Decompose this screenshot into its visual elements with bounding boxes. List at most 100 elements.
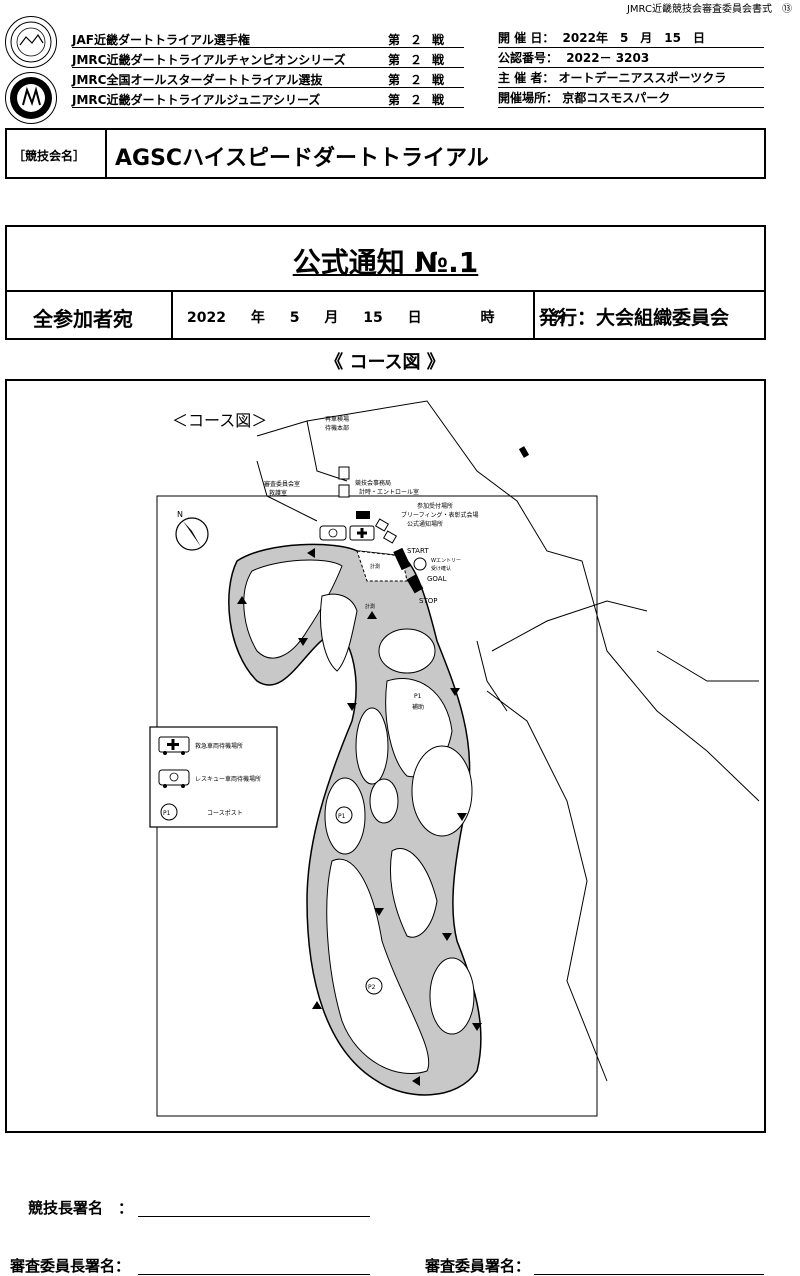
direction-arrow — [298, 638, 308, 646]
infield — [243, 559, 343, 659]
infield — [389, 848, 438, 938]
infield — [326, 858, 430, 1075]
map-label: 審査委員会室 — [264, 480, 300, 488]
legend-text: 救急車両待機場所 — [195, 742, 243, 750]
direction-arrow — [412, 1076, 420, 1086]
direction-arrow — [374, 908, 384, 916]
direction-arrow — [442, 933, 452, 941]
direction-arrow — [472, 1023, 482, 1031]
building — [382, 530, 398, 544]
start-label: START — [407, 547, 429, 555]
notice-divider — [7, 290, 764, 292]
terrain-line — [491, 600, 648, 652]
permit-value: 2022－ 3203 — [566, 51, 650, 65]
terrain-line — [256, 400, 760, 802]
infield — [355, 707, 389, 785]
tower-circle — [413, 557, 427, 571]
start-line-marker — [393, 547, 411, 571]
map-label: 公式通知場所 — [407, 520, 443, 528]
series-name: JMRC近畿ダートトライアルジュニアシリーズ — [72, 93, 321, 107]
map-label: 計測 — [365, 603, 375, 610]
organizer-label: 主 催 者： — [498, 71, 555, 85]
permit-row: 公認番号： 2022－ 3203 — [498, 49, 764, 68]
map-label: 救護室 — [269, 489, 287, 497]
date-label: 開 催 日： — [498, 31, 555, 45]
venue-row: 開催場所： 京都コスモスパーク — [498, 89, 764, 108]
map-label: 計時・エントロール室 — [359, 488, 419, 496]
event-name-box: ［競技会名］ AGSCハイスピードダートトライアル — [5, 128, 766, 179]
map-label: 補助 — [412, 703, 424, 711]
legend-text: コースポスト — [207, 809, 243, 817]
date-row: 開 催 日： 2022年 5 月 15 日 — [498, 29, 764, 48]
course-post-symbol: P1 — [163, 810, 171, 817]
issuer-divider — [533, 290, 535, 338]
permit-label: 公認番号： — [498, 51, 559, 65]
map-rescue-vehicle — [319, 525, 347, 541]
series-round: 第２戦 — [388, 93, 455, 107]
course-post-marker — [335, 806, 353, 824]
infield — [429, 957, 475, 1035]
series-row: JMRC近畿ダートトライアルジュニアシリーズ 第２戦 — [72, 89, 464, 108]
judge-signature-line[interactable] — [534, 1274, 764, 1275]
compass-icon: N — [175, 510, 209, 551]
event-label: ［競技会名］ — [13, 149, 86, 163]
notice-title: 公式通知 №.1 — [292, 246, 479, 279]
rescue-vehicle-icon — [158, 769, 190, 788]
map-legend: 救急車両待機場所 レスキュー車両待機場所 P1 コースポスト — [149, 726, 278, 828]
judge-signature-label: 審査委員署名： — [425, 1257, 531, 1275]
organizer-value: オートデーニアススポーツクラ — [558, 71, 727, 85]
series-name: JMRC近畿ダートトライアルチャンピオンシリーズ — [72, 53, 346, 67]
map-label: 受け確认 — [431, 565, 451, 572]
jmrc-logo — [5, 72, 57, 124]
course-map: N ＜コース図＞ 再車検場 待機本部 審査委員会室 救護室 競技会事務局 計時・… — [149, 400, 760, 1117]
map-ambulance — [349, 525, 375, 541]
venue-label: 開催場所： — [498, 91, 559, 105]
issue-date: 2022 年 5 月 15 日 時 分 — [187, 307, 567, 327]
stop-label: STOP — [419, 597, 437, 605]
map-label: P1 — [414, 693, 422, 700]
ambulance-icon — [158, 736, 190, 755]
clerk-signature-label: 競技長署名 ： — [28, 1199, 134, 1217]
building — [374, 518, 390, 532]
terrain-line — [306, 420, 348, 482]
clerk-signature-line[interactable] — [138, 1216, 370, 1217]
jaf-logo — [5, 16, 57, 68]
direction-arrow — [457, 813, 467, 821]
legend-text: レスキュー車両待機場所 — [195, 775, 261, 783]
form-code: JMRC近畿競技会審査委員会書式 ⑬ — [626, 4, 792, 15]
addressee: 全参加者宛 — [33, 307, 133, 331]
map-label: 計測 — [370, 563, 380, 570]
course-post-marker — [365, 977, 383, 995]
event-label-divider — [105, 130, 107, 177]
issue-minute-unit: 分 — [553, 310, 568, 326]
series-round: 第２戦 — [388, 33, 455, 47]
course-post-icon: P1 — [160, 803, 178, 821]
map-label: 再車検場 — [325, 415, 349, 423]
direction-arrows — [237, 548, 482, 1086]
venue-value: 京都コスモスパーク — [562, 91, 671, 105]
map-caption: ＜コース図＞ — [172, 411, 267, 430]
date-value: 2022年 5 月 15 日 — [562, 31, 705, 45]
jmrc-logo-graphic — [10, 77, 52, 119]
course-map-box: N ＜コース図＞ 再車検場 待機本部 審査委員会室 救護室 競技会事務局 計時・… — [5, 379, 766, 1133]
issue-year: 2022 — [187, 310, 226, 326]
svg-text:N: N — [177, 510, 183, 519]
direction-arrow — [312, 1001, 322, 1009]
course-post-label: P1 — [338, 813, 346, 820]
direction-arrow — [450, 688, 460, 696]
chief-judge-signature-label: 審査委員長署名： — [10, 1257, 131, 1275]
series-row: JMRC近畿ダートトライアルチャンピオンシリーズ 第２戦 — [72, 49, 464, 68]
infield — [378, 628, 436, 674]
map-label: Wエントリー — [431, 558, 461, 564]
organizer-row: 主 催 者： オートデーニアススポーツクラ — [498, 69, 764, 88]
chief-judge-signature-line[interactable] — [138, 1274, 370, 1275]
issue-day-unit: 日 — [407, 310, 422, 326]
issue-day: 15 — [363, 310, 383, 326]
building — [338, 484, 350, 498]
jaf-logo-graphic — [10, 21, 52, 63]
map-label: 待機本部 — [325, 424, 349, 432]
terrain-line — [486, 690, 608, 1082]
series-name: JAF近畿ダートトライアル選手権 — [72, 33, 250, 47]
goal-line-marker — [406, 574, 424, 594]
map-label: 競技会事務局 — [355, 479, 391, 487]
